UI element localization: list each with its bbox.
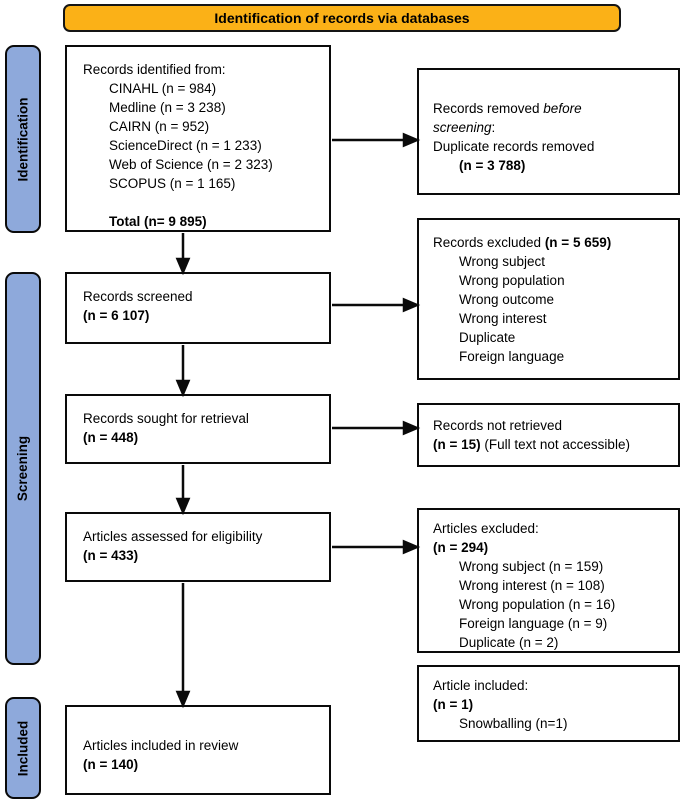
stage-tab-screening: Screening <box>5 272 41 665</box>
removal-reason: Duplicate records removed <box>433 139 595 154</box>
box-count: (n = 6 107) <box>83 308 150 323</box>
stage-tab-identification: Identification <box>5 45 41 233</box>
database-count: CAIRN (n = 952) <box>109 119 210 134</box>
box-records-removed-before-screening: Records removed before screening: Duplic… <box>417 68 680 195</box>
arrow-screened-to-sought <box>175 345 191 398</box>
box-count: (n = 5 659) <box>544 235 612 250</box>
box-count: (n = 3 788) <box>459 158 526 173</box>
exclusion-reason: Wrong outcome <box>459 292 555 307</box>
database-count: ScienceDirect (n = 1 233) <box>109 138 262 153</box>
exclusion-reason: Wrong subject <box>459 254 546 269</box>
box-articles-included-review: Articles included in review (n = 140) <box>65 705 331 795</box>
stage-tab-label: Included <box>15 720 31 776</box>
box-label: Articles included in review <box>83 738 239 753</box>
italic-before: before <box>543 101 582 116</box>
box-count: (n = 448) <box>83 430 139 445</box>
box-records-identified: Records identified from: CINAHL (n = 984… <box>65 45 331 232</box>
arrow-sought-to-assessed <box>175 465 191 516</box>
stage-tab-label: Screening <box>15 435 31 502</box>
exclusion-reason: Wrong interest (n = 108) <box>459 578 605 593</box>
box-articles-assessed: Articles assessed for eligibility (n = 4… <box>65 512 331 582</box>
box-count: (n = 15) <box>433 437 481 452</box>
box-heading: Articles excluded: <box>433 521 539 536</box>
exclusion-reason: Duplicate <box>459 330 516 345</box>
box-label: Articles assessed for eligibility <box>83 529 263 544</box>
box-heading: screening: <box>433 120 496 135</box>
box-label: Records not retrieved <box>433 418 563 433</box>
total-count: Total (n= 9 895) <box>109 214 207 229</box>
box-article-included-snowballing: Article included: (n = 1) Snowballing (n… <box>417 665 680 742</box>
box-count-note: (n = 15) (Full text not accessible) <box>433 435 672 454</box>
database-count: Medline (n = 3 238) <box>109 100 226 115</box>
exclusion-reason: Foreign language (n = 9) <box>459 616 608 631</box>
stage-tab-included: Included <box>5 697 41 799</box>
exclusion-reason: Wrong population <box>459 273 565 288</box>
box-label: Records sought for retrieval <box>83 411 249 426</box>
box-count: (n = 140) <box>83 757 139 772</box>
exclusion-reason: Wrong population (n = 16) <box>459 597 616 612</box>
arrow-sought-to-not-retrieved <box>332 420 421 436</box>
arrow-identified-to-screened <box>175 233 191 276</box>
box-articles-excluded: Articles excluded: (n = 294) Wrong subje… <box>417 508 680 653</box>
arrow-assessed-to-included-review <box>175 583 191 709</box>
box-label: Records screened <box>83 289 193 304</box>
box-count: (n = 433) <box>83 548 139 563</box>
box-heading: Records identified from: <box>83 62 226 77</box>
banner-title: Identification of records via databases <box>214 10 470 26</box>
italic-screening: screening <box>433 120 492 135</box>
arrow-screened-to-excluded <box>332 297 421 313</box>
box-records-not-retrieved: Records not retrieved (n = 15) (Full tex… <box>417 403 680 467</box>
database-count: Web of Science (n = 2 323) <box>109 157 273 172</box>
box-count: (n = 294) <box>433 540 489 555</box>
box-heading: Article included: <box>433 678 529 693</box>
stage-tab-label: Identification <box>15 97 31 181</box>
inclusion-detail: Snowballing (n=1) <box>459 716 568 731</box>
box-records-excluded: Records excluded (n = 5 659) Wrong subje… <box>417 218 680 380</box>
box-records-sought: Records sought for retrieval (n = 448) <box>65 394 331 464</box>
blank-line <box>83 193 319 212</box>
box-heading: Records removed before <box>433 101 582 116</box>
exclusion-reason: Wrong interest <box>459 311 547 326</box>
box-note: (Full text not accessible) <box>480 437 630 452</box>
exclusion-reason: Foreign language <box>459 349 565 364</box>
banner-identification-via-databases: Identification of records via databases <box>63 4 621 32</box>
box-count: (n = 1) <box>433 697 474 712</box>
box-records-screened: Records screened (n = 6 107) <box>65 272 331 344</box>
database-count: CINAHL (n = 984) <box>109 81 217 96</box>
box-heading: Records excluded (n = 5 659) <box>433 235 612 250</box>
exclusion-reason: Duplicate (n = 2) <box>459 635 559 650</box>
exclusion-reason: Wrong subject (n = 159) <box>459 559 604 574</box>
arrow-assessed-to-articles-excluded <box>332 539 421 555</box>
arrow-identified-to-removed <box>332 132 421 148</box>
database-count: SCOPUS (n = 1 165) <box>109 176 236 191</box>
